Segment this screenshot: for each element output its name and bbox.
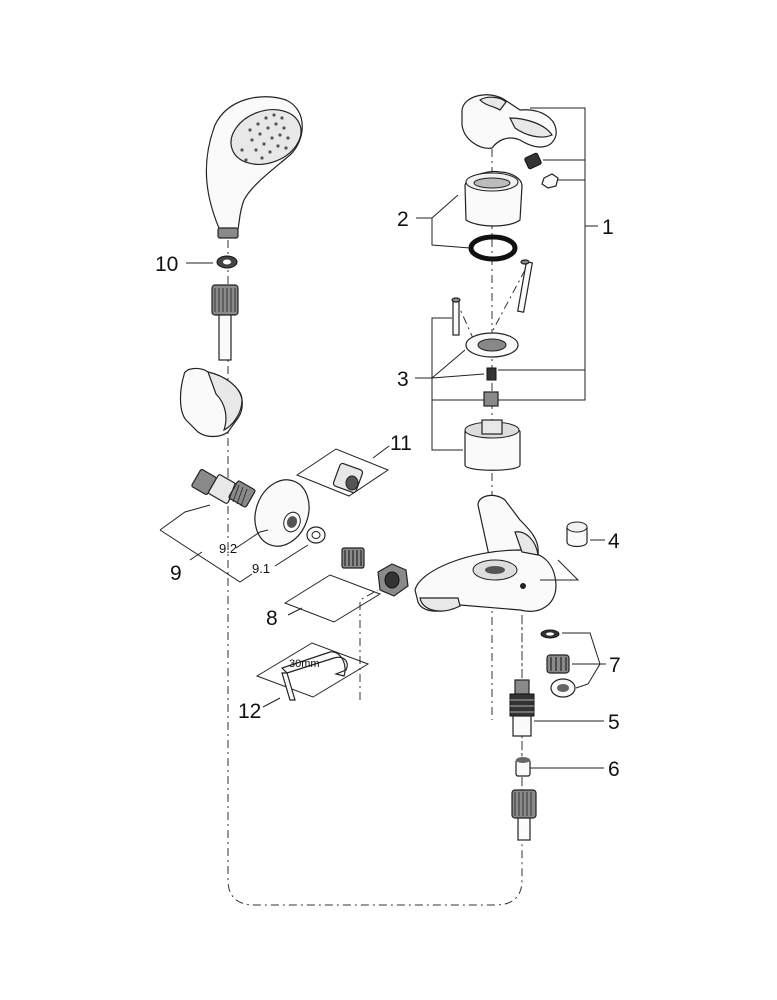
wrench-size-label: 30mm — [289, 658, 320, 670]
adapter-fitting — [191, 468, 256, 508]
label-8: 8 — [266, 607, 278, 630]
reducer-6: 6 — [515, 757, 620, 781]
label-9: 9 — [170, 562, 182, 585]
label-10: 10 — [155, 253, 178, 276]
lever-handle — [461, 94, 559, 189]
aerator-7: 7 — [540, 629, 621, 698]
label-9-1: 9.1 — [252, 561, 270, 576]
mixer-body — [414, 494, 557, 612]
label-2: 2 — [397, 208, 409, 231]
label-5: 5 — [608, 711, 620, 734]
hand-shower — [205, 96, 303, 239]
cover-2: 2 — [397, 170, 523, 262]
wall-holder — [179, 367, 243, 438]
wrench-12: 30mm 12 — [238, 642, 370, 723]
wall-connection-9: 9.2 9.1 9 — [159, 468, 326, 585]
washer-9-1 — [306, 526, 326, 544]
label-6: 6 — [608, 758, 620, 781]
label-1: 1 — [602, 216, 614, 239]
label-11: 11 — [390, 432, 412, 455]
hose-connector-lower — [511, 789, 537, 841]
connection-nut-8: 8 — [266, 547, 409, 630]
washer-10: 10 — [155, 253, 238, 276]
cartridge-3: 3 — [397, 259, 533, 471]
label-9-2: 9.2 — [219, 541, 237, 556]
label-7: 7 — [609, 654, 621, 677]
rosette-9-2 — [254, 479, 310, 547]
shower-hose — [211, 284, 239, 361]
label-12: 12 — [238, 700, 261, 723]
label-4: 4 — [608, 530, 620, 553]
extension-11: 11 — [295, 432, 412, 497]
label-3: 3 — [397, 368, 409, 391]
cap-4: 4 — [540, 521, 620, 581]
bracket-1: 1 — [498, 107, 614, 401]
diverter-5: 5 — [509, 679, 620, 737]
